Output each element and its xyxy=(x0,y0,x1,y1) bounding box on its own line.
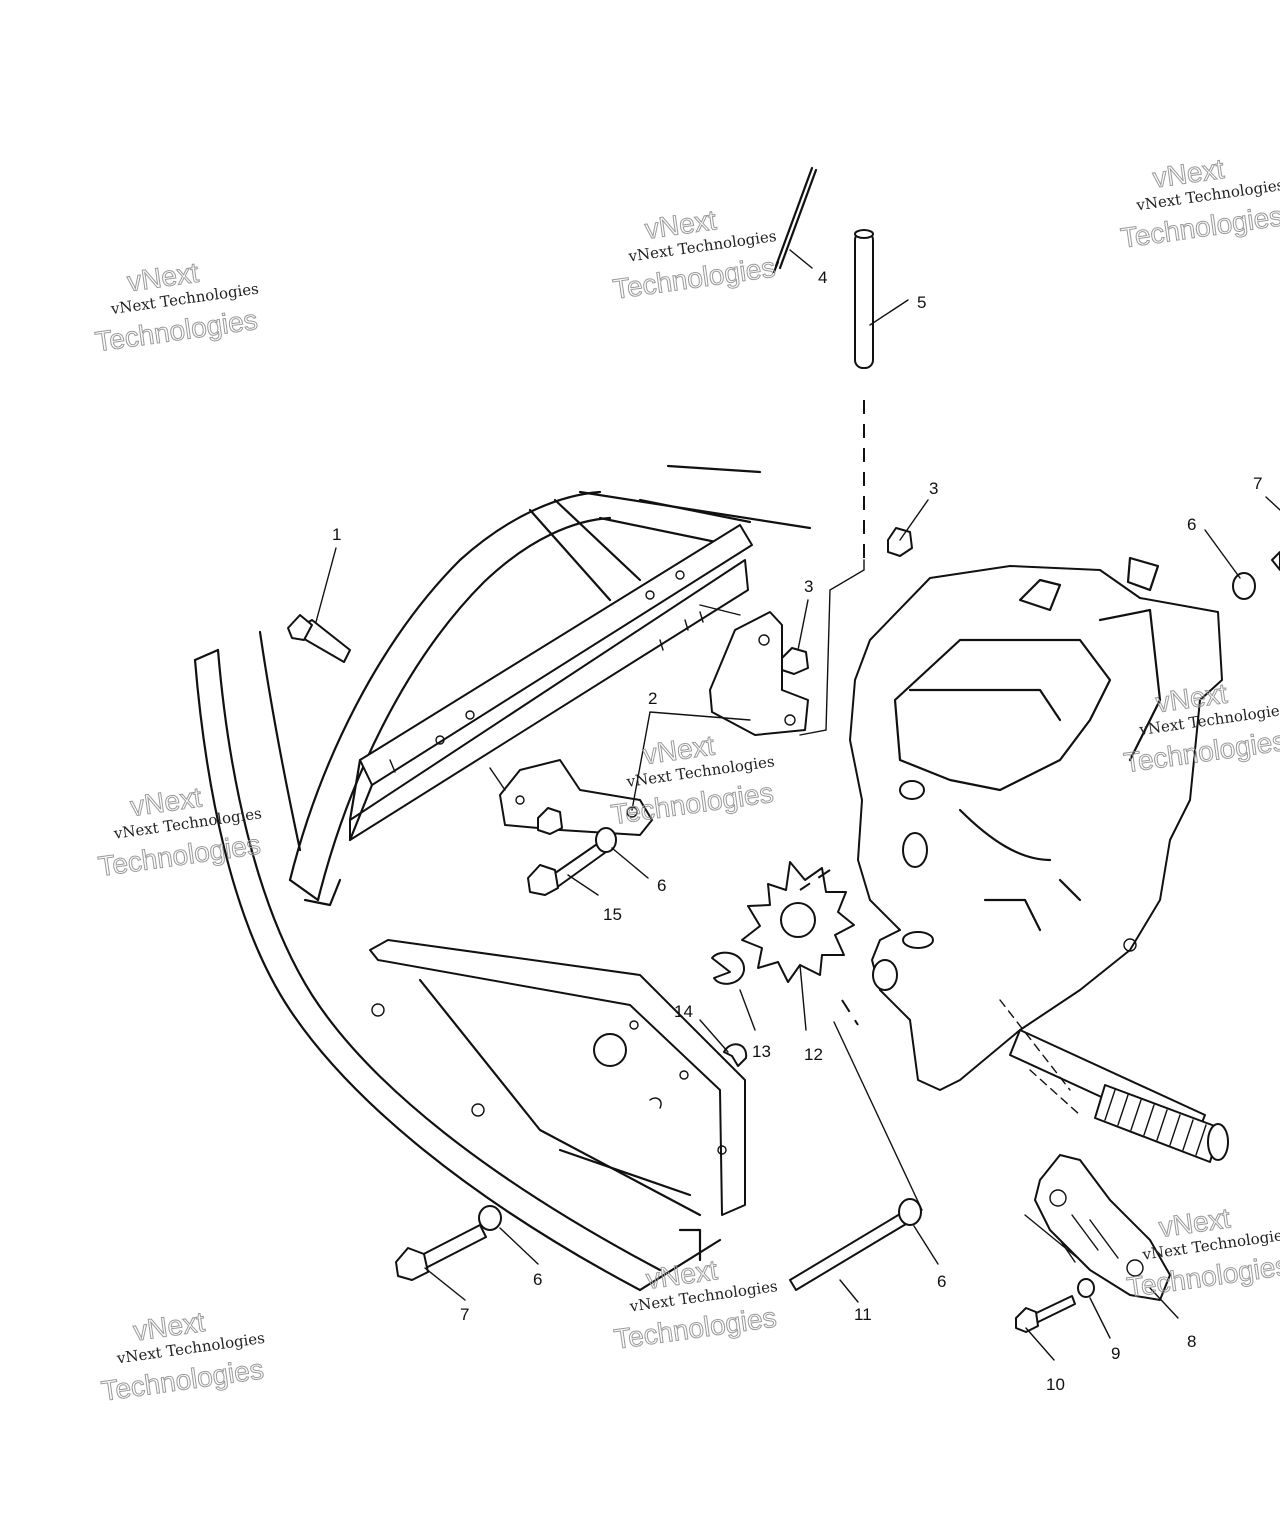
callout-2: 2 xyxy=(648,689,657,708)
callout-10: 10 xyxy=(1046,1375,1065,1394)
callout-1: 1 xyxy=(332,525,341,544)
callout-3-lower: 3 xyxy=(804,577,813,596)
callout-6-lower-right: 6 xyxy=(937,1272,946,1291)
callout-14: 14 xyxy=(674,1002,693,1021)
callout-7-lower-left: 7 xyxy=(460,1305,469,1324)
callout-7-upper-right: 7 xyxy=(1253,474,1262,493)
callout-15: 15 xyxy=(603,905,622,924)
callout-3-upper: 3 xyxy=(929,479,938,498)
callout-6-lower-left: 6 xyxy=(533,1270,542,1289)
callout-11: 11 xyxy=(854,1305,872,1324)
mounting-brackets xyxy=(489,604,809,836)
callout-6-upper-right: 6 xyxy=(1187,515,1196,534)
callout-6-mid: 6 xyxy=(657,876,666,895)
callout-labels: 1 2 3 3 4 5 6 6 6 6 7 7 8 9 10 11 12 13 … xyxy=(332,268,1262,1394)
fasteners xyxy=(287,527,1280,1333)
callout-9: 9 xyxy=(1111,1344,1120,1363)
sprocket-group xyxy=(711,861,859,1067)
rod-and-pin xyxy=(772,166,874,736)
leader-lines xyxy=(315,249,1280,1361)
gearcase xyxy=(849,556,1229,1163)
callout-4: 4 xyxy=(818,268,827,287)
callout-13: 13 xyxy=(752,1042,771,1061)
frame-assembly xyxy=(193,464,812,1292)
callout-5: 5 xyxy=(917,293,926,312)
callout-8: 8 xyxy=(1187,1332,1196,1351)
skid-plate xyxy=(1024,1154,1171,1301)
callout-12: 12 xyxy=(804,1045,823,1064)
